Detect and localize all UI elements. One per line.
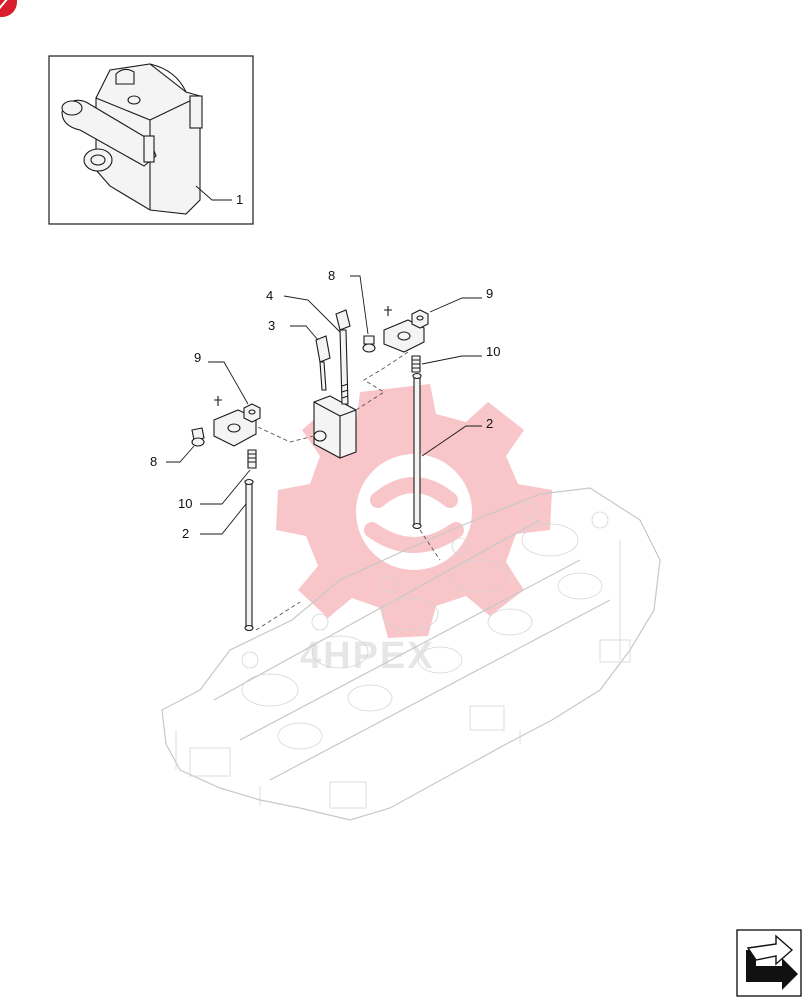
pushrod-right: [412, 372, 422, 530]
nut-right: [411, 309, 429, 329]
callout-rocker-assembly: 1: [236, 192, 243, 207]
rocker-assembly-inset: 1: [48, 55, 254, 225]
watermark-text: 4HPEX: [300, 635, 435, 677]
callout-screw-left: 8: [150, 454, 157, 469]
bolt-long: [335, 309, 351, 405]
callout-screw-right: 8: [328, 268, 335, 283]
callout-adjuster-left: 10: [178, 496, 192, 511]
valve-bridge-right: [383, 306, 425, 353]
nut-left: [243, 403, 261, 423]
callout-pushrod-left: 2: [182, 526, 189, 541]
callout-nut-left: 9: [194, 350, 201, 365]
next-page-arrow-icon: [746, 934, 798, 990]
next-page-button[interactable]: [736, 929, 802, 997]
brand-corner-icon: [0, 0, 17, 17]
callout-bolt-long: 4: [266, 288, 273, 303]
callout-pushrod-right: 2: [486, 416, 493, 431]
bolt-short: [315, 335, 331, 391]
callout-bolt-short: 3: [268, 318, 275, 333]
cylinder-head-ghost: [161, 487, 661, 821]
callout-adjuster-right: 10: [486, 344, 500, 359]
assembly-line-right: [355, 351, 409, 411]
callout-nut-right: 9: [486, 286, 493, 301]
adjuster-left: [247, 449, 257, 469]
adjuster-right: [411, 355, 421, 373]
rocker-assembly-drawing: [61, 63, 203, 215]
assembly-line-pushrod-left: [255, 601, 301, 631]
assembly-line-pushrod-right: [419, 529, 441, 561]
rocker-support-block: [313, 395, 357, 459]
pushrod-left: [244, 478, 254, 632]
screw-left: [191, 427, 205, 447]
screw-right: [362, 335, 376, 353]
